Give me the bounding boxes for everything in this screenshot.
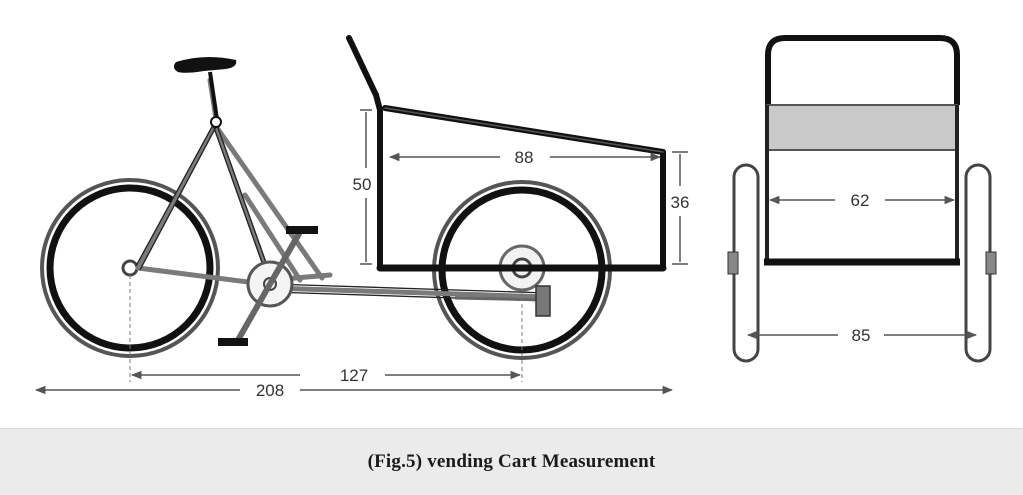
dim-track-width: 85 (746, 326, 978, 345)
box-length-label: 88 (515, 148, 534, 167)
box-height-label: 50 (353, 175, 372, 194)
front-view-drawing: 62 85 (727, 35, 997, 363)
track-width-label: 85 (852, 326, 871, 345)
side-view-drawing: 50 88 36 (34, 35, 690, 400)
cargo-box (346, 35, 667, 272)
front-view-backrest (765, 35, 960, 105)
box-width-label: 62 (851, 191, 870, 210)
caption-bar: (Fig.5) vending Cart Measurement (0, 428, 1023, 495)
dim-box-height: 50 (353, 109, 372, 265)
rear-wheel (40, 178, 220, 358)
dim-box-front-height: 36 (671, 151, 690, 265)
overall-length-label: 208 (256, 381, 284, 400)
front-view-left-wheel (727, 163, 760, 363)
dim-overall-length: 208 (34, 381, 674, 400)
extension-lines (129, 275, 523, 382)
cart-measurement-figure: 50 88 36 (34, 35, 997, 400)
figure-caption: (Fig.5) vending Cart Measurement (367, 451, 656, 472)
dim-wheelbase: 127 (130, 366, 522, 385)
drivetrain (454, 285, 551, 317)
wheelbase-label: 127 (340, 366, 368, 385)
dim-box-length: 88 (388, 148, 662, 167)
front-view-box (764, 104, 960, 266)
dim-box-width: 62 (768, 191, 956, 210)
front-view-right-wheel (964, 163, 997, 363)
box-front-height-label: 36 (671, 193, 690, 212)
crank-and-pedals (218, 226, 318, 346)
bike-seat (173, 56, 237, 128)
